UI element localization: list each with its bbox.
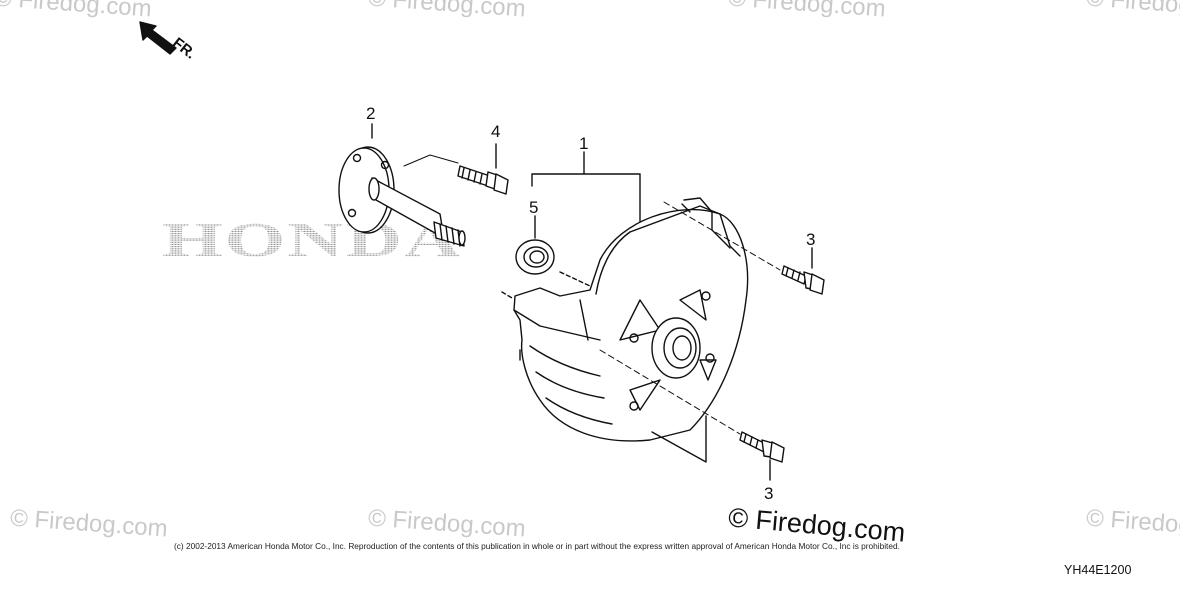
callout-part-5: 5 xyxy=(529,198,539,217)
callout-part-4: 4 xyxy=(491,122,501,141)
part-4-bolt xyxy=(403,143,509,195)
front-direction-arrow-icon xyxy=(139,21,177,55)
callout-part-3-lower: 3 xyxy=(764,484,774,503)
brand-watermark: HONDA xyxy=(162,212,463,267)
part-5-seal xyxy=(515,215,555,275)
callout-part-2: 2 xyxy=(366,104,376,123)
part-1-housing xyxy=(501,197,749,442)
callout-part-1: 1 xyxy=(579,134,589,153)
copyright-notice: (c) 2002-2013 American Honda Motor Co., … xyxy=(174,541,900,551)
callout-part-3-upper: 3 xyxy=(806,230,816,249)
part-2-shaft xyxy=(338,146,466,247)
part-3-lower-bolt xyxy=(599,349,785,481)
diagram-code: YH44E1200 xyxy=(1064,563,1132,577)
part-3-upper-bolt xyxy=(663,201,825,295)
